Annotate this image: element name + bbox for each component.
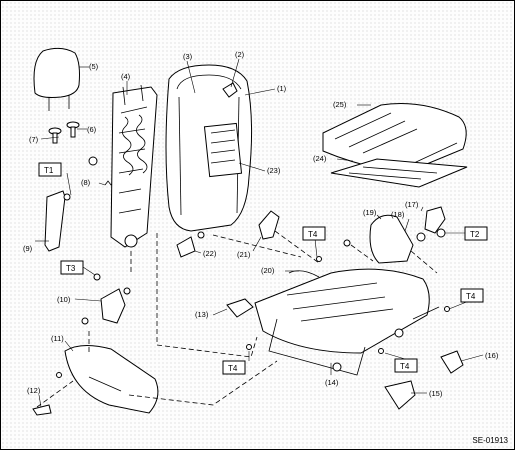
callout-24: (24) xyxy=(313,154,327,163)
torque-label-t4-d: T4 xyxy=(400,362,410,371)
cover-16 xyxy=(440,350,464,374)
bolt-19 xyxy=(343,239,351,247)
washer-t1 xyxy=(88,156,98,166)
callout-8: (8) xyxy=(81,178,91,187)
torque-box-t2 xyxy=(464,226,488,241)
cover-15 xyxy=(384,380,416,410)
torque-box-t4-a xyxy=(302,226,326,241)
callout-21: (21) xyxy=(237,250,251,259)
harness xyxy=(288,270,320,278)
callout-1: (1) xyxy=(277,84,287,93)
torque-label-t4-b: T4 xyxy=(466,292,476,301)
bolt-t4-d xyxy=(316,256,322,262)
torque-box-t3 xyxy=(60,260,84,275)
callout-10: (10) xyxy=(57,295,71,304)
callout-4: (4) xyxy=(121,72,131,81)
callout-11: (11) xyxy=(51,334,64,343)
callout-18: (18) xyxy=(391,210,405,219)
screw-11 xyxy=(56,372,62,378)
callout-15: (15) xyxy=(429,389,443,398)
callout-23: (23) xyxy=(267,166,281,175)
torque-label-t3: T3 xyxy=(66,264,76,273)
torque-label-t4-c: T4 xyxy=(228,364,238,373)
seat-cushion-frame xyxy=(254,268,440,376)
clip xyxy=(222,82,238,98)
clip-12 xyxy=(32,404,52,416)
callout-12: (12) xyxy=(27,386,41,395)
torque-label-t2: T2 xyxy=(470,230,480,239)
headrest-guides xyxy=(48,121,80,144)
seat-heater-mat xyxy=(330,158,468,188)
side-shield-slot xyxy=(88,376,122,392)
belt-guide xyxy=(100,288,126,324)
bracket-22 xyxy=(176,236,196,258)
callout-6: (6) xyxy=(87,125,97,134)
bolt-t4-b xyxy=(378,348,384,354)
torque-box-t1 xyxy=(38,162,62,177)
callout-7: (7) xyxy=(29,135,39,144)
torque-labels: T1 T2 T3 T4 T4 T4 T4 xyxy=(38,162,488,375)
assembly-lines xyxy=(36,230,438,408)
nut-9 xyxy=(63,193,71,201)
callout-labels: (1) (2) (3) (4) (5) (6) (7) (8) (9) (10)… xyxy=(23,50,499,398)
bolt-t3 xyxy=(93,273,101,281)
bracket-13 xyxy=(226,298,254,318)
callout-3: (3) xyxy=(183,52,193,61)
torque-label-t1: T1 xyxy=(44,166,54,175)
callout-20: (20) xyxy=(261,266,275,275)
callout-9: (9) xyxy=(23,244,33,253)
seatback-frame xyxy=(110,84,158,248)
seat-cushion-cover xyxy=(322,103,467,174)
side-shield xyxy=(64,345,159,414)
headrest xyxy=(33,47,80,111)
callout-13: (13) xyxy=(195,310,209,319)
callout-16: (16) xyxy=(485,351,499,360)
callout-25: (25) xyxy=(333,100,347,109)
washer-t2 xyxy=(436,228,446,238)
torque-label-t4-a: T4 xyxy=(308,230,318,239)
seatback-pad-insert xyxy=(203,122,243,178)
callout-2: (2) xyxy=(235,50,245,59)
bolt-t4-a xyxy=(246,344,252,350)
bolt-10 xyxy=(81,317,89,325)
bracket-21 xyxy=(258,210,280,240)
bolt-22 xyxy=(197,231,205,239)
callout-22: (22) xyxy=(203,249,217,258)
figure-code: SE-01913 xyxy=(472,436,508,445)
callout-14: (14) xyxy=(325,378,339,387)
bolt-10b xyxy=(123,287,131,295)
side-trim xyxy=(44,190,66,252)
callout-5: (5) xyxy=(89,62,99,71)
torque-box-t4-d xyxy=(394,358,418,373)
callout-17: (17) xyxy=(405,200,419,209)
torque-box-t4-c xyxy=(222,360,246,375)
torque-box-t4-b xyxy=(460,288,484,303)
bolt-t4-c xyxy=(444,306,450,312)
callout-19: (19) xyxy=(363,208,377,217)
seat-side-cover xyxy=(369,206,446,264)
heater-mat-lines xyxy=(348,166,438,180)
